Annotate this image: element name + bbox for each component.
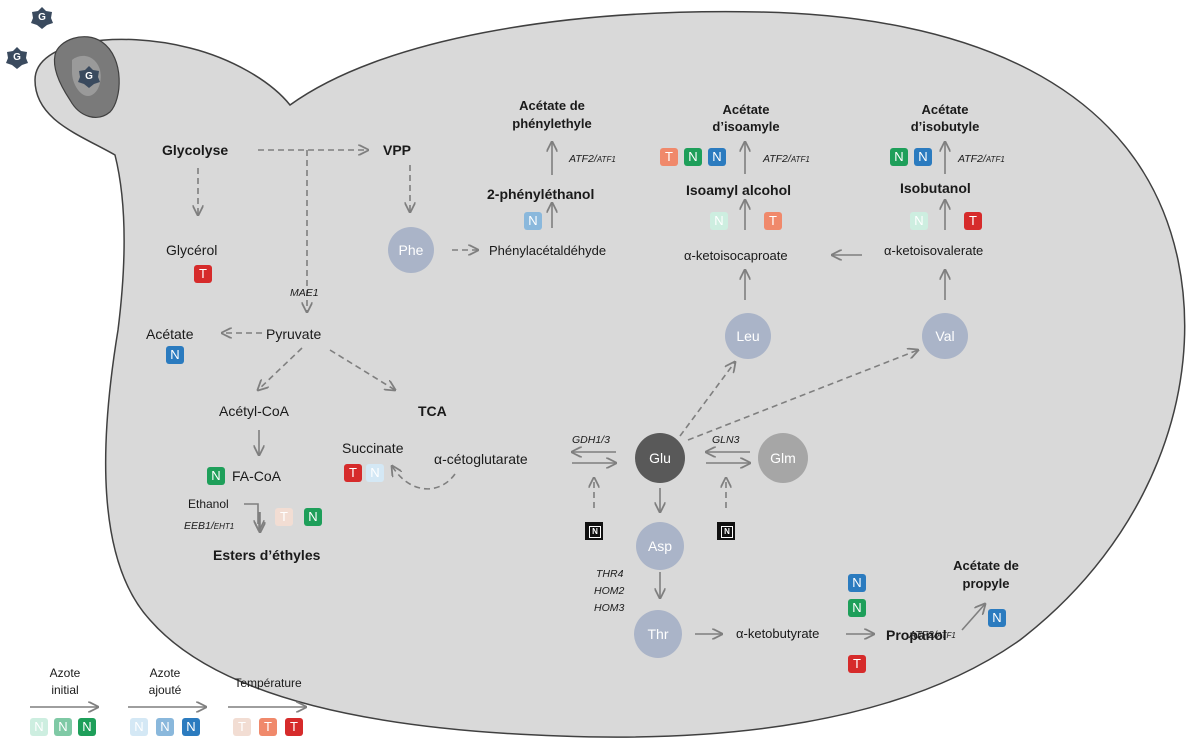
badge-nitrogen: N <box>988 609 1006 627</box>
badge-temperature: T <box>194 265 212 283</box>
node-propanol: Propanol <box>886 627 947 643</box>
badge-nitrogen: N <box>708 148 726 166</box>
cell-membrane <box>34 10 1186 738</box>
glucose-molecule-icon: G <box>31 7 53 29</box>
amino-acid-thr: Thr <box>634 610 682 658</box>
nitrogen-source-icon: N <box>717 522 735 540</box>
node-succinate: Succinate <box>342 440 404 456</box>
badge-nitrogen: N <box>684 148 702 166</box>
node-glycerol: Glycérol <box>166 242 218 258</box>
legend-badge-nitrogen: N <box>130 718 148 736</box>
node-ketoisovalerate: α-ketoisovalerate <box>884 243 984 258</box>
glucose-molecule-icon: G <box>6 47 28 69</box>
amino-acid-val: Val <box>922 313 968 359</box>
amino-acid-glu: Glu <box>635 433 685 483</box>
node-isobutanol: Isobutanol <box>900 180 971 196</box>
node-acetate-propyle-line2: propyle <box>962 576 1010 591</box>
gene-thr4: THR4 <box>596 568 624 580</box>
node-alpha-cetoglutarate: α-cétoglutarate <box>434 451 528 467</box>
legend-badge-temperature: T <box>233 718 251 736</box>
legend-azote-ajoute-line1: Azote <box>149 666 181 680</box>
gene-atf2-phenylethyle: ATF2/ATF1 <box>569 153 616 165</box>
node-ketoisocaproate: α-ketoisocaproate <box>684 248 788 263</box>
badge-nitrogen: N <box>207 467 225 485</box>
badge-temperature: T <box>964 212 982 230</box>
badge-nitrogen: N <box>890 148 908 166</box>
gene-mae1: MAE1 <box>290 287 319 299</box>
node-acetate-isoamyle-line2: d’isoamyle <box>712 119 780 134</box>
badge-nitrogen: N <box>366 464 384 482</box>
node-acetate-isobutyle-line1: Acétate <box>921 102 969 117</box>
node-vpp: VPP <box>383 142 412 158</box>
amino-acid-leu: Leu <box>725 313 771 359</box>
legend-badge-nitrogen: N <box>30 718 48 736</box>
gene-atf2-isobutyle: ATF2/ATF1 <box>958 153 1005 165</box>
badge-temperature: T <box>660 148 678 166</box>
badge-nitrogen: N <box>710 212 728 230</box>
node-phenylacetaldehyde: Phénylacétaldéhyde <box>489 243 607 258</box>
solid-arrows <box>30 142 985 707</box>
ethanol-connector <box>244 503 259 524</box>
badge-nitrogen: N <box>524 212 542 230</box>
badge-temperature: T <box>344 464 362 482</box>
node-acetate-isobutyle-line2: d’isobutyle <box>910 119 980 134</box>
node-acetate: Acétate <box>146 326 194 342</box>
node-isoamyl-alcohol: Isoamyl alcohol <box>686 182 792 198</box>
node-glycolyse: Glycolyse <box>162 142 229 158</box>
legend-badge-nitrogen: N <box>182 718 200 736</box>
node-2-phenylethanol: 2-phényléthanol <box>487 186 595 202</box>
gene-gln3: GLN3 <box>712 434 740 446</box>
gene-hom3: HOM3 <box>594 602 625 614</box>
node-ethanol: Ethanol <box>188 497 229 511</box>
legend-azote-ajoute-line2: ajouté <box>148 683 182 697</box>
badge-temperature: T <box>848 655 866 673</box>
gene-hom2: HOM2 <box>594 585 625 597</box>
node-acetate-phenylethyle-line1: Acétate de <box>519 98 585 113</box>
dashed-arrows <box>198 150 918 508</box>
node-tca: TCA <box>418 403 447 419</box>
legend-badge-nitrogen: N <box>78 718 96 736</box>
node-acetyl-coa: Acétyl-CoA <box>219 403 290 419</box>
legend-azote-initial-line2: initial <box>51 683 79 697</box>
badge-nitrogen: N <box>166 346 184 364</box>
amino-acid-asp: Asp <box>636 522 684 570</box>
node-fa-coa: FA-CoA <box>232 468 282 484</box>
gene-gdh13: GDH1/3 <box>572 434 610 446</box>
gene-atf2-propyle: ATF2/ATF1 <box>909 629 956 641</box>
badge-nitrogen: N <box>848 599 866 617</box>
legend-badge-temperature: T <box>285 718 303 736</box>
badge-nitrogen: N <box>848 574 866 592</box>
amino-acid-phe: Phe <box>388 227 434 273</box>
glucose-molecule-icon: G <box>78 66 100 88</box>
node-ketobutyrate: α-ketobutyrate <box>736 626 820 641</box>
node-pyruvate: Pyruvate <box>266 326 322 342</box>
gene-atf2-isoamyle: ATF2/ATF1 <box>763 153 810 165</box>
badge-nitrogen: N <box>910 212 928 230</box>
badge-temperature: T <box>764 212 782 230</box>
legend-azote-initial-line1: Azote <box>49 666 81 680</box>
legend-badge-nitrogen: N <box>156 718 174 736</box>
gene-eeb1-eht1: EEB1/EHT1 <box>184 520 235 532</box>
badge-nitrogen: N <box>304 508 322 526</box>
nitrogen-source-icon: N <box>585 522 603 540</box>
badge-nitrogen: N <box>914 148 932 166</box>
badge-temperature: T <box>275 508 293 526</box>
legend-temperature: Température <box>234 676 302 690</box>
legend-badge-nitrogen: N <box>54 718 72 736</box>
amino-acid-glm: Glm <box>758 433 808 483</box>
node-acetate-propyle-line1: Acétate de <box>953 558 1019 573</box>
node-esters-ethyles: Esters d’éthyles <box>213 547 321 563</box>
legend-badge-temperature: T <box>259 718 277 736</box>
node-acetate-phenylethyle-line2: phénylethyle <box>512 116 592 131</box>
node-acetate-isoamyle-line1: Acétate <box>722 102 770 117</box>
